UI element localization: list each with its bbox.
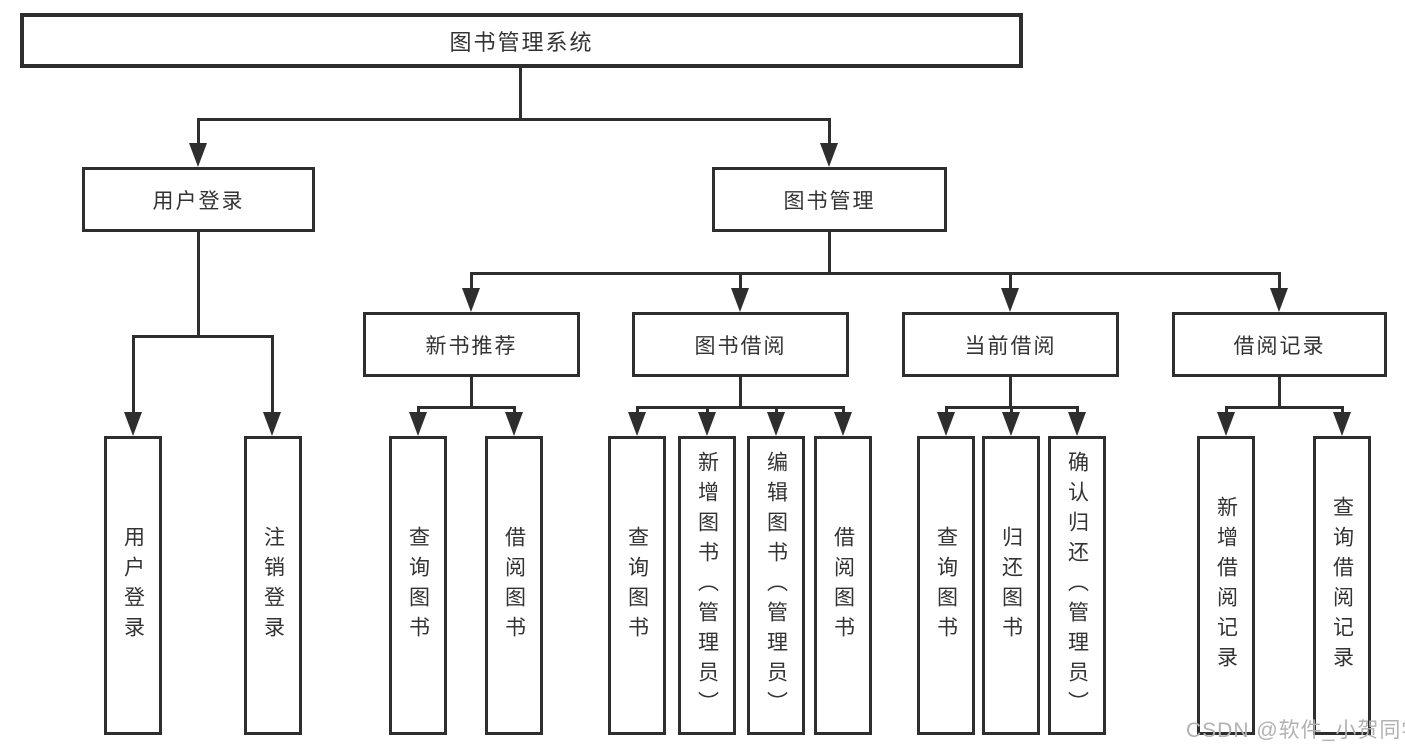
- node-label: 注销登录: [261, 525, 285, 646]
- connector-line: [271, 335, 274, 412]
- node-label: 图书借阅: [694, 334, 787, 358]
- connector-line: [519, 68, 522, 118]
- arrowhead-down: [1217, 412, 1235, 436]
- leaf-confirm-return-admin: 确认归还（管理员）: [1048, 436, 1106, 735]
- node-label: 确认归还（管理员）: [1065, 450, 1089, 721]
- node-label: 查询图书: [625, 525, 649, 646]
- leaf-query-books-current: 查询图书: [917, 436, 975, 735]
- arrowhead-down: [937, 412, 955, 436]
- node-book-management: 图书管理: [712, 167, 947, 232]
- arrowhead-down: [505, 412, 523, 436]
- arrowhead-down: [834, 412, 852, 436]
- node-label: 归还图书: [999, 525, 1023, 646]
- connector-line: [1341, 406, 1344, 414]
- connector-line: [132, 335, 274, 338]
- leaf-add-borrow-record: 新增借阅记录: [1197, 436, 1255, 735]
- arrowhead-down: [1270, 288, 1288, 312]
- node-label: 图书管理: [783, 189, 876, 213]
- connector-line: [636, 406, 845, 409]
- arrowhead-down: [189, 143, 207, 167]
- node-user-login: 用户登录: [82, 167, 315, 232]
- connector-line: [417, 406, 420, 414]
- connector-line: [828, 118, 831, 144]
- connector-line: [417, 406, 516, 409]
- leaf-user-login: 用户登录: [104, 436, 162, 735]
- node-label: 新增图书（管理员）: [695, 450, 719, 721]
- connector-line: [1009, 272, 1012, 289]
- connector-line: [1225, 406, 1344, 409]
- node-label: 借阅图书: [831, 525, 855, 646]
- csdn-watermark: CSDN @软件_小贺同学: [1186, 719, 1405, 742]
- connector-line: [842, 406, 845, 414]
- connector-line: [197, 118, 831, 121]
- arrowhead-down: [1068, 412, 1086, 436]
- node-book-borrowing: 图书借阅: [632, 312, 849, 377]
- node-label: 编辑图书（管理员）: [764, 450, 788, 721]
- leaf-borrow-books: 借阅图书: [814, 436, 872, 735]
- connector-line: [945, 406, 948, 414]
- arrowhead-down: [263, 412, 281, 436]
- arrowhead-down: [698, 412, 716, 436]
- node-new-book-recommendation: 新书推荐: [363, 312, 580, 377]
- connector-line: [470, 272, 1281, 275]
- leaf-query-borrow-record: 查询借阅记录: [1313, 436, 1371, 735]
- leaf-return-books: 归还图书: [982, 436, 1040, 735]
- connector-line: [739, 272, 742, 289]
- arrowhead-down: [767, 412, 785, 436]
- arrowhead-down: [1333, 412, 1351, 436]
- node-label: 图书管理系统: [449, 29, 594, 55]
- leaf-add-books-admin: 新增图书（管理员）: [678, 436, 736, 735]
- leaf-edit-books-admin: 编辑图书（管理员）: [747, 436, 805, 735]
- connector-line: [197, 232, 200, 335]
- arrowhead-down: [409, 412, 427, 436]
- node-label: 用户登录: [152, 189, 245, 213]
- connector-line: [1225, 406, 1228, 414]
- connector-line: [1009, 377, 1012, 406]
- arrowhead-down: [628, 412, 646, 436]
- node-label: 查询图书: [406, 525, 430, 646]
- node-label: 新增借阅记录: [1214, 495, 1238, 676]
- node-label: 查询图书: [934, 525, 958, 646]
- leaf-query-books-borrowing: 查询图书: [608, 436, 666, 735]
- leaf-logout: 注销登录: [244, 436, 302, 735]
- node-label: 借阅图书: [502, 525, 526, 646]
- connector-line: [132, 335, 135, 412]
- node-label: 查询借阅记录: [1330, 495, 1354, 676]
- arrowhead-down: [124, 412, 142, 436]
- node-label: 借阅记录: [1233, 334, 1326, 358]
- node-current-borrowing: 当前借阅: [902, 312, 1119, 377]
- connector-line: [470, 272, 473, 289]
- arrowhead-down: [1002, 412, 1020, 436]
- arrowhead-down: [1001, 288, 1019, 312]
- node-library-management-system: 图书管理系统: [20, 13, 1023, 68]
- connector-line: [513, 406, 516, 414]
- node-borrowing-records: 借阅记录: [1172, 312, 1387, 377]
- connector-line: [1076, 406, 1079, 414]
- connector-line: [706, 406, 709, 414]
- node-label: 新书推荐: [425, 334, 518, 358]
- arrowhead-down: [820, 143, 838, 167]
- connector-line: [1278, 272, 1281, 289]
- leaf-query-books-recommend: 查询图书: [389, 436, 447, 735]
- connector-line: [828, 232, 831, 272]
- leaf-borrow-books-recommend: 借阅图书: [485, 436, 543, 735]
- connector-line: [739, 377, 742, 406]
- node-label: 当前借阅: [964, 334, 1057, 358]
- arrowhead-down: [462, 288, 480, 312]
- arrowhead-down: [731, 288, 749, 312]
- connector-line: [197, 118, 200, 144]
- connector-line: [775, 406, 778, 414]
- connector-line: [1010, 406, 1013, 414]
- node-label: 用户登录: [121, 525, 145, 646]
- connector-line: [470, 377, 473, 406]
- connector-line: [1278, 377, 1281, 406]
- connector-line: [636, 406, 639, 414]
